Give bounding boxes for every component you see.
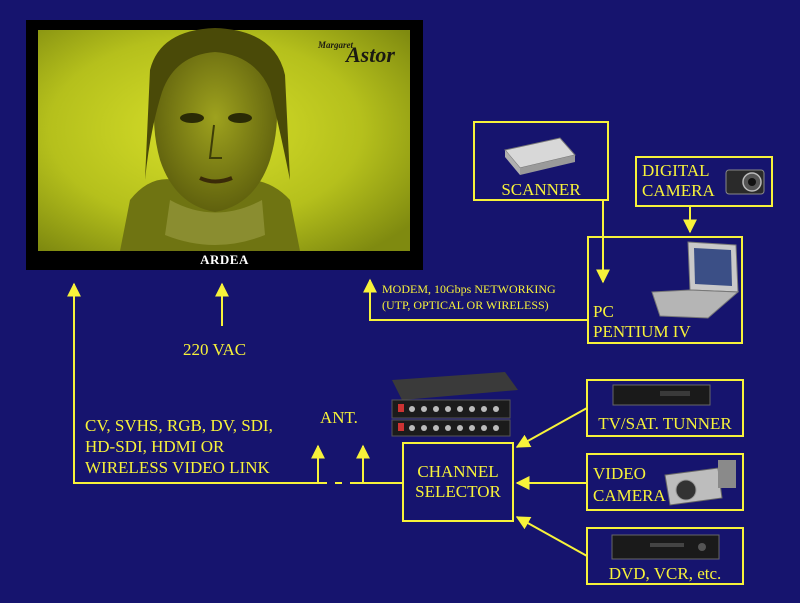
scanner-icon [504, 137, 576, 175]
pc-label-line2: PENTIUM IV [593, 322, 691, 341]
monitor-brand: ARDEA [200, 252, 249, 267]
pc-label-line1: PC [593, 302, 614, 321]
video-camera-icon [664, 460, 736, 506]
dvd-device-icon [611, 534, 720, 560]
video-link-label-line2: HD-SDI, HDMI OR [85, 437, 225, 456]
scanner-label: SCANNER [501, 180, 581, 199]
dvd-to-selector-arrow [515, 516, 588, 557]
channel-selector-label-line2: SELECTOR [415, 482, 501, 501]
pc-to-monitor-network-line [363, 278, 588, 321]
channel-selector-label-line1: CHANNEL [417, 462, 499, 481]
tuner-to-selector-arrow [515, 407, 588, 448]
antenna-label: ANT. [320, 408, 358, 427]
scanner-box [473, 121, 609, 201]
pc-box [587, 236, 743, 344]
video-link-label-line1: CV, SVHS, RGB, DV, SDI, [85, 416, 273, 435]
selector-to-monitor-line [67, 282, 403, 484]
video-camera-label-line2: CAMERA [593, 486, 666, 505]
channel-selector-device-icon [391, 372, 518, 437]
laptop-icon [651, 241, 740, 319]
line-gap [327, 479, 335, 487]
logo-big-text: Astor [346, 42, 395, 67]
digital-camera-box [635, 156, 773, 207]
network-label-line1: MODEM, 10Gbps NETWORKING [382, 282, 556, 296]
camera-icon [725, 169, 765, 195]
logo-small-text: Margaret [318, 40, 354, 50]
digital-camera-label-line2: CAMERA [642, 181, 715, 200]
woman-portrait-image [120, 28, 300, 251]
video-link-label-line3: WIRELESS VIDEO LINK [85, 458, 270, 477]
tv-tuner-label: TV/SAT. TUNNER [598, 414, 732, 433]
tv-tuner-device-icon [612, 384, 711, 406]
dvd-label: DVD, VCR, etc. [608, 564, 722, 583]
network-label-line2: (UTP, OPTICAL OR WIRELESS) [382, 298, 549, 312]
video-camera-label-line1: VIDEO [593, 464, 646, 483]
line-gap [342, 479, 350, 487]
digital-camera-label-line1: DIGITAL [642, 161, 710, 180]
monitor [26, 20, 423, 270]
power-label: 220 VAC [183, 340, 247, 359]
connectors [67, 200, 697, 557]
